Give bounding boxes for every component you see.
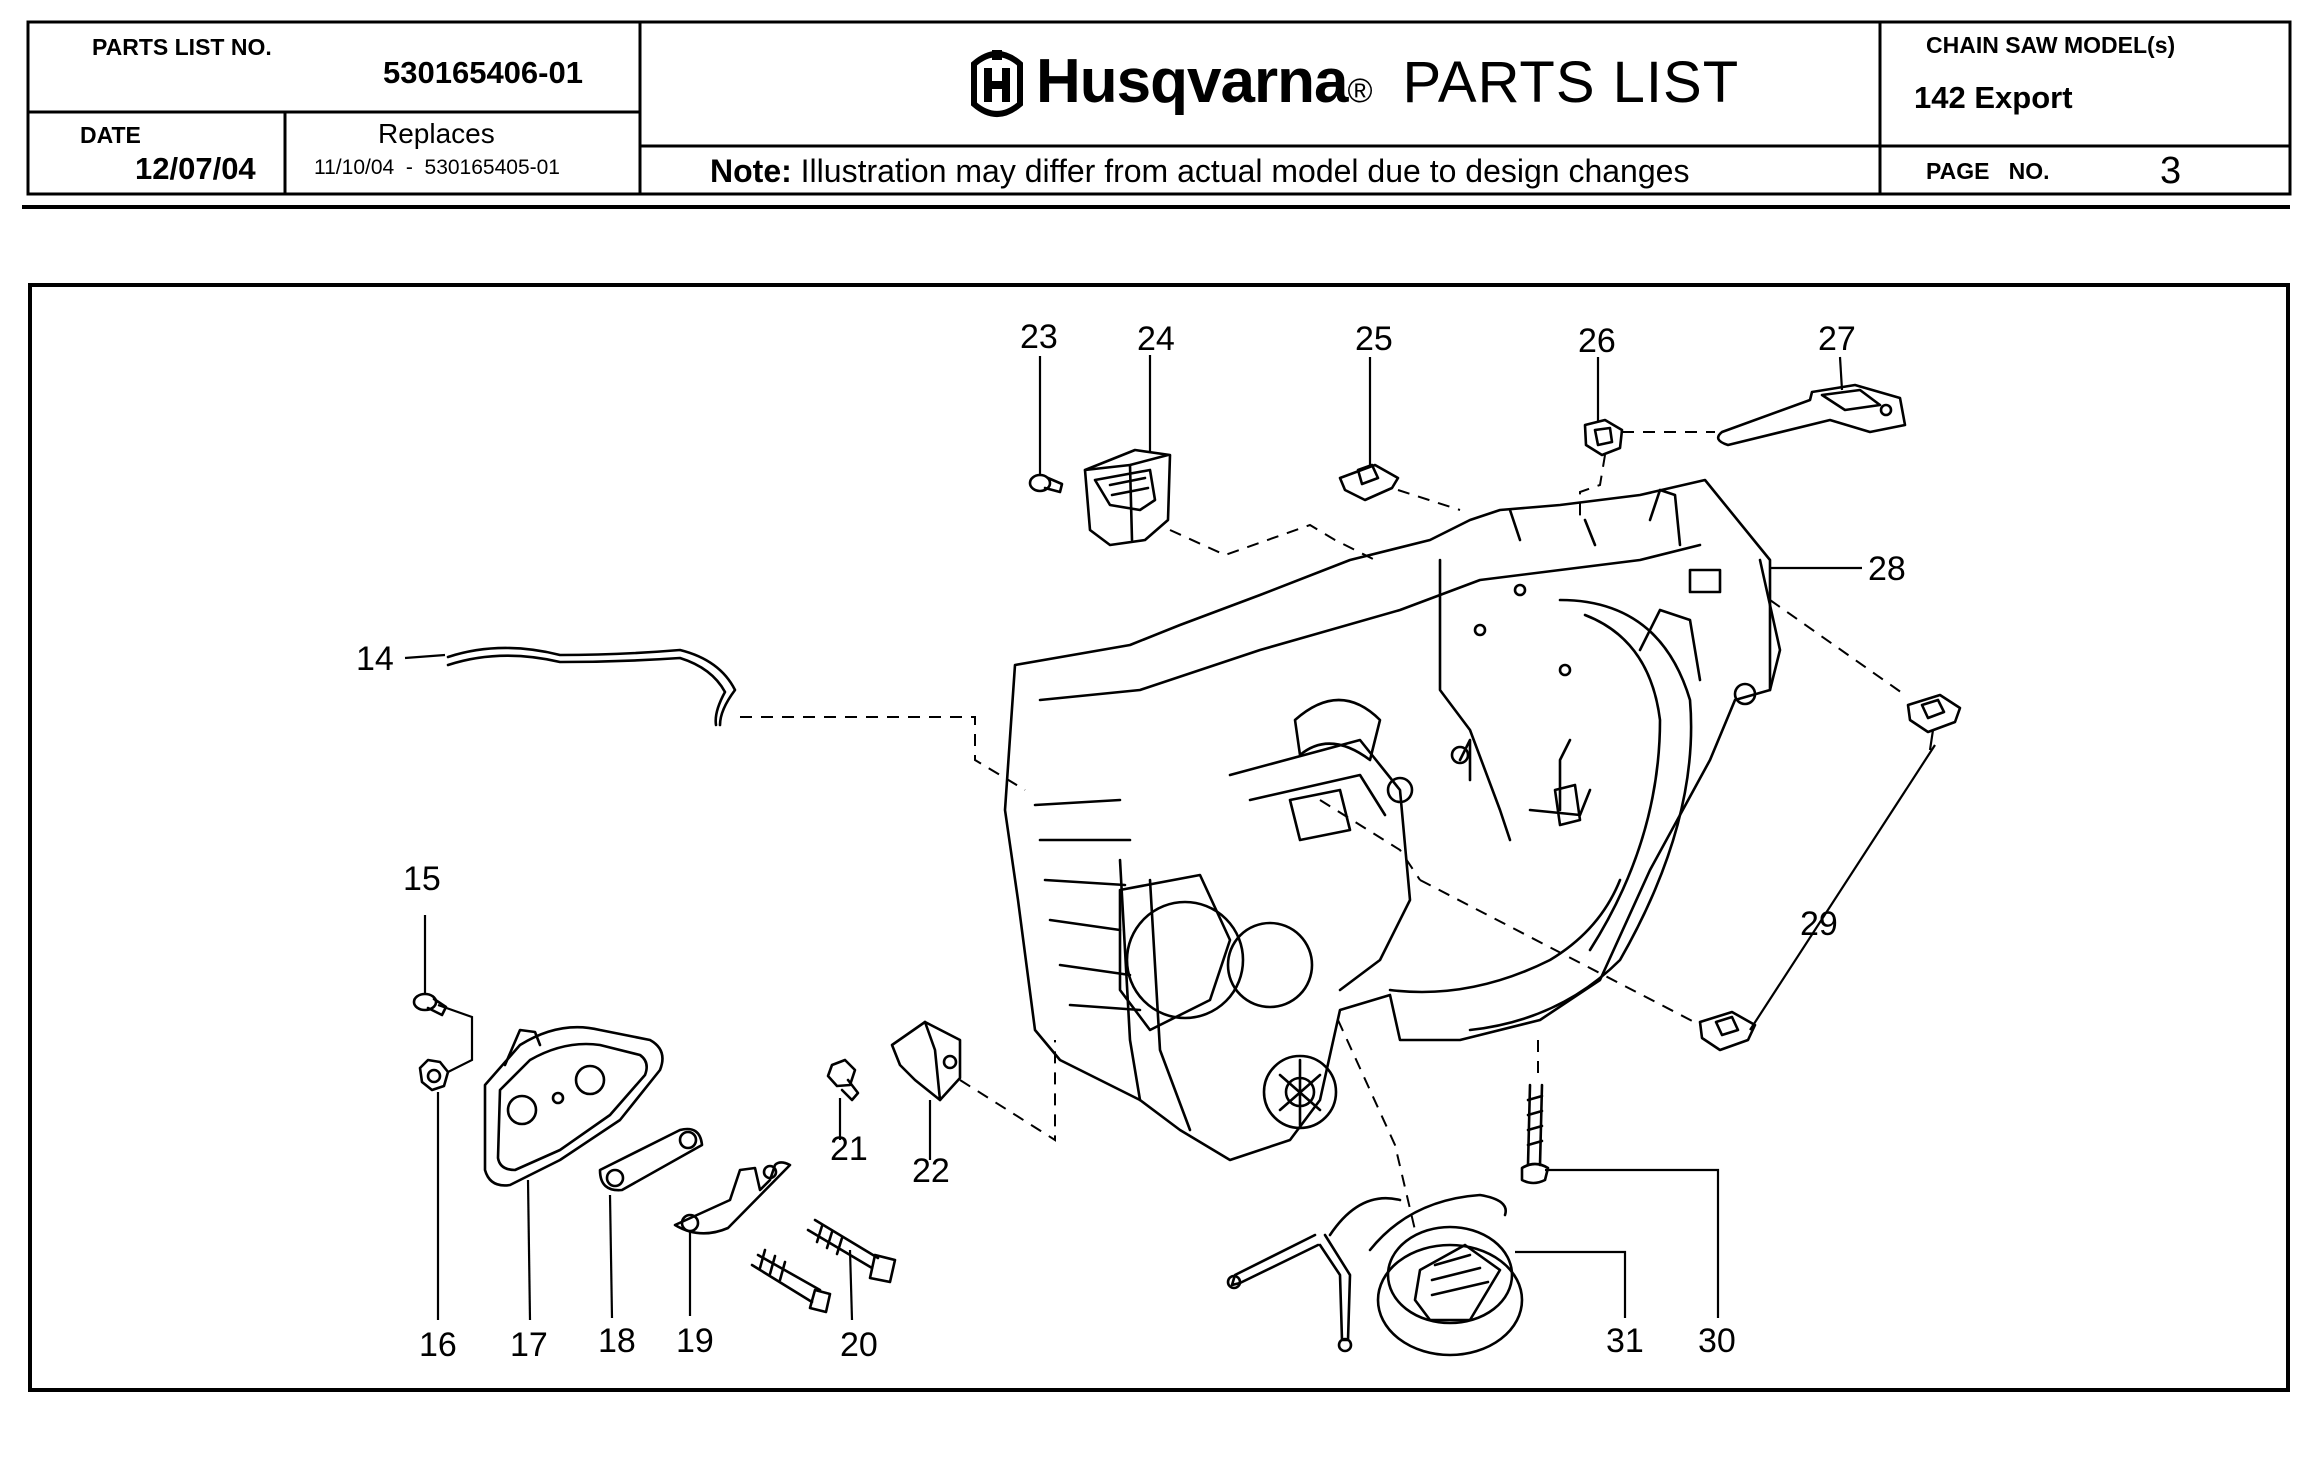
clip-part-25 <box>1338 463 1400 502</box>
parts-list-no: 530165406-01 <box>383 55 583 90</box>
clip-part-29 <box>1698 693 1962 1052</box>
leader-lines <box>404 355 1936 1321</box>
screw-part-23 <box>1028 473 1064 494</box>
bar-plate-part-17 <box>483 1025 664 1187</box>
chain-catcher-part-24 <box>1083 448 1172 547</box>
registered-mark: ® <box>1347 72 1373 110</box>
callout-27: 27 <box>1818 320 1856 358</box>
assembly-dashes <box>740 431 1906 1231</box>
callout-20: 20 <box>840 1326 878 1364</box>
parts-list-no-label: PARTS LIST NO. <box>92 34 272 60</box>
note-label: Note: <box>710 153 792 189</box>
header-frame <box>22 20 2292 209</box>
callout-24: 24 <box>1137 320 1175 358</box>
screw-part-15 <box>412 992 448 1017</box>
callout-23: 23 <box>1020 318 1058 356</box>
bumper-part-22 <box>890 1020 962 1102</box>
callout-22: 22 <box>912 1152 950 1190</box>
callout-25: 25 <box>1355 320 1393 358</box>
note-text: Illustration may differ from actual mode… <box>791 153 1690 189</box>
tensioner-plate-part-19 <box>673 1161 792 1235</box>
screw-part-30 <box>1520 1083 1550 1185</box>
diagram-frame <box>28 283 2290 1392</box>
callout-26: 26 <box>1578 322 1616 360</box>
wire-part-14 <box>446 646 737 727</box>
adjust-screw-part-20 <box>750 1218 897 1314</box>
callout-31: 31 <box>1606 1322 1644 1360</box>
bolt-part-21 <box>826 1058 860 1102</box>
washer-plate-part-18 <box>598 1127 704 1192</box>
model-value: 142 Export <box>1914 80 2073 115</box>
page-number: 3 <box>2160 150 2182 192</box>
callout-labels: 14 15 16 17 18 19 20 21 22 23 24 25 26 2… <box>356 318 1906 1364</box>
callout-19: 19 <box>676 1322 714 1360</box>
date-value: 12/07/04 <box>135 151 256 186</box>
clip-part-26 <box>1583 418 1624 457</box>
lever-part-27 <box>1716 383 1907 447</box>
parts-list-title: PARTS LIST <box>1402 50 1740 115</box>
brand-name: Husqvarna <box>1036 47 1348 116</box>
oil-cap-part-31 <box>1226 1193 1524 1357</box>
husqvarna-crown-logo <box>971 50 1023 117</box>
callout-17: 17 <box>510 1326 548 1364</box>
crankcase-housing <box>1003 478 1782 1162</box>
callout-29: 29 <box>1800 905 1838 943</box>
callout-15: 15 <box>403 860 441 898</box>
replaces-value: 11/10/04 - 530165405-01 <box>314 156 560 179</box>
design-note: Note: Illustration may differ from actua… <box>710 153 1689 190</box>
page-label: PAGE NO. <box>1926 158 2050 184</box>
callout-30: 30 <box>1698 1322 1736 1360</box>
model-label: CHAIN SAW MODEL(s) <box>1926 32 2176 58</box>
callout-18: 18 <box>598 1322 636 1360</box>
callout-21: 21 <box>830 1130 868 1168</box>
callout-14: 14 <box>356 640 394 678</box>
callout-28: 28 <box>1868 550 1906 588</box>
replaces-label: Replaces <box>378 118 495 149</box>
nut-part-16 <box>418 1058 450 1092</box>
date-label: DATE <box>80 122 141 148</box>
brand-title: Husqvarna ® PARTS LIST <box>1036 46 1739 117</box>
callout-16: 16 <box>419 1326 457 1364</box>
